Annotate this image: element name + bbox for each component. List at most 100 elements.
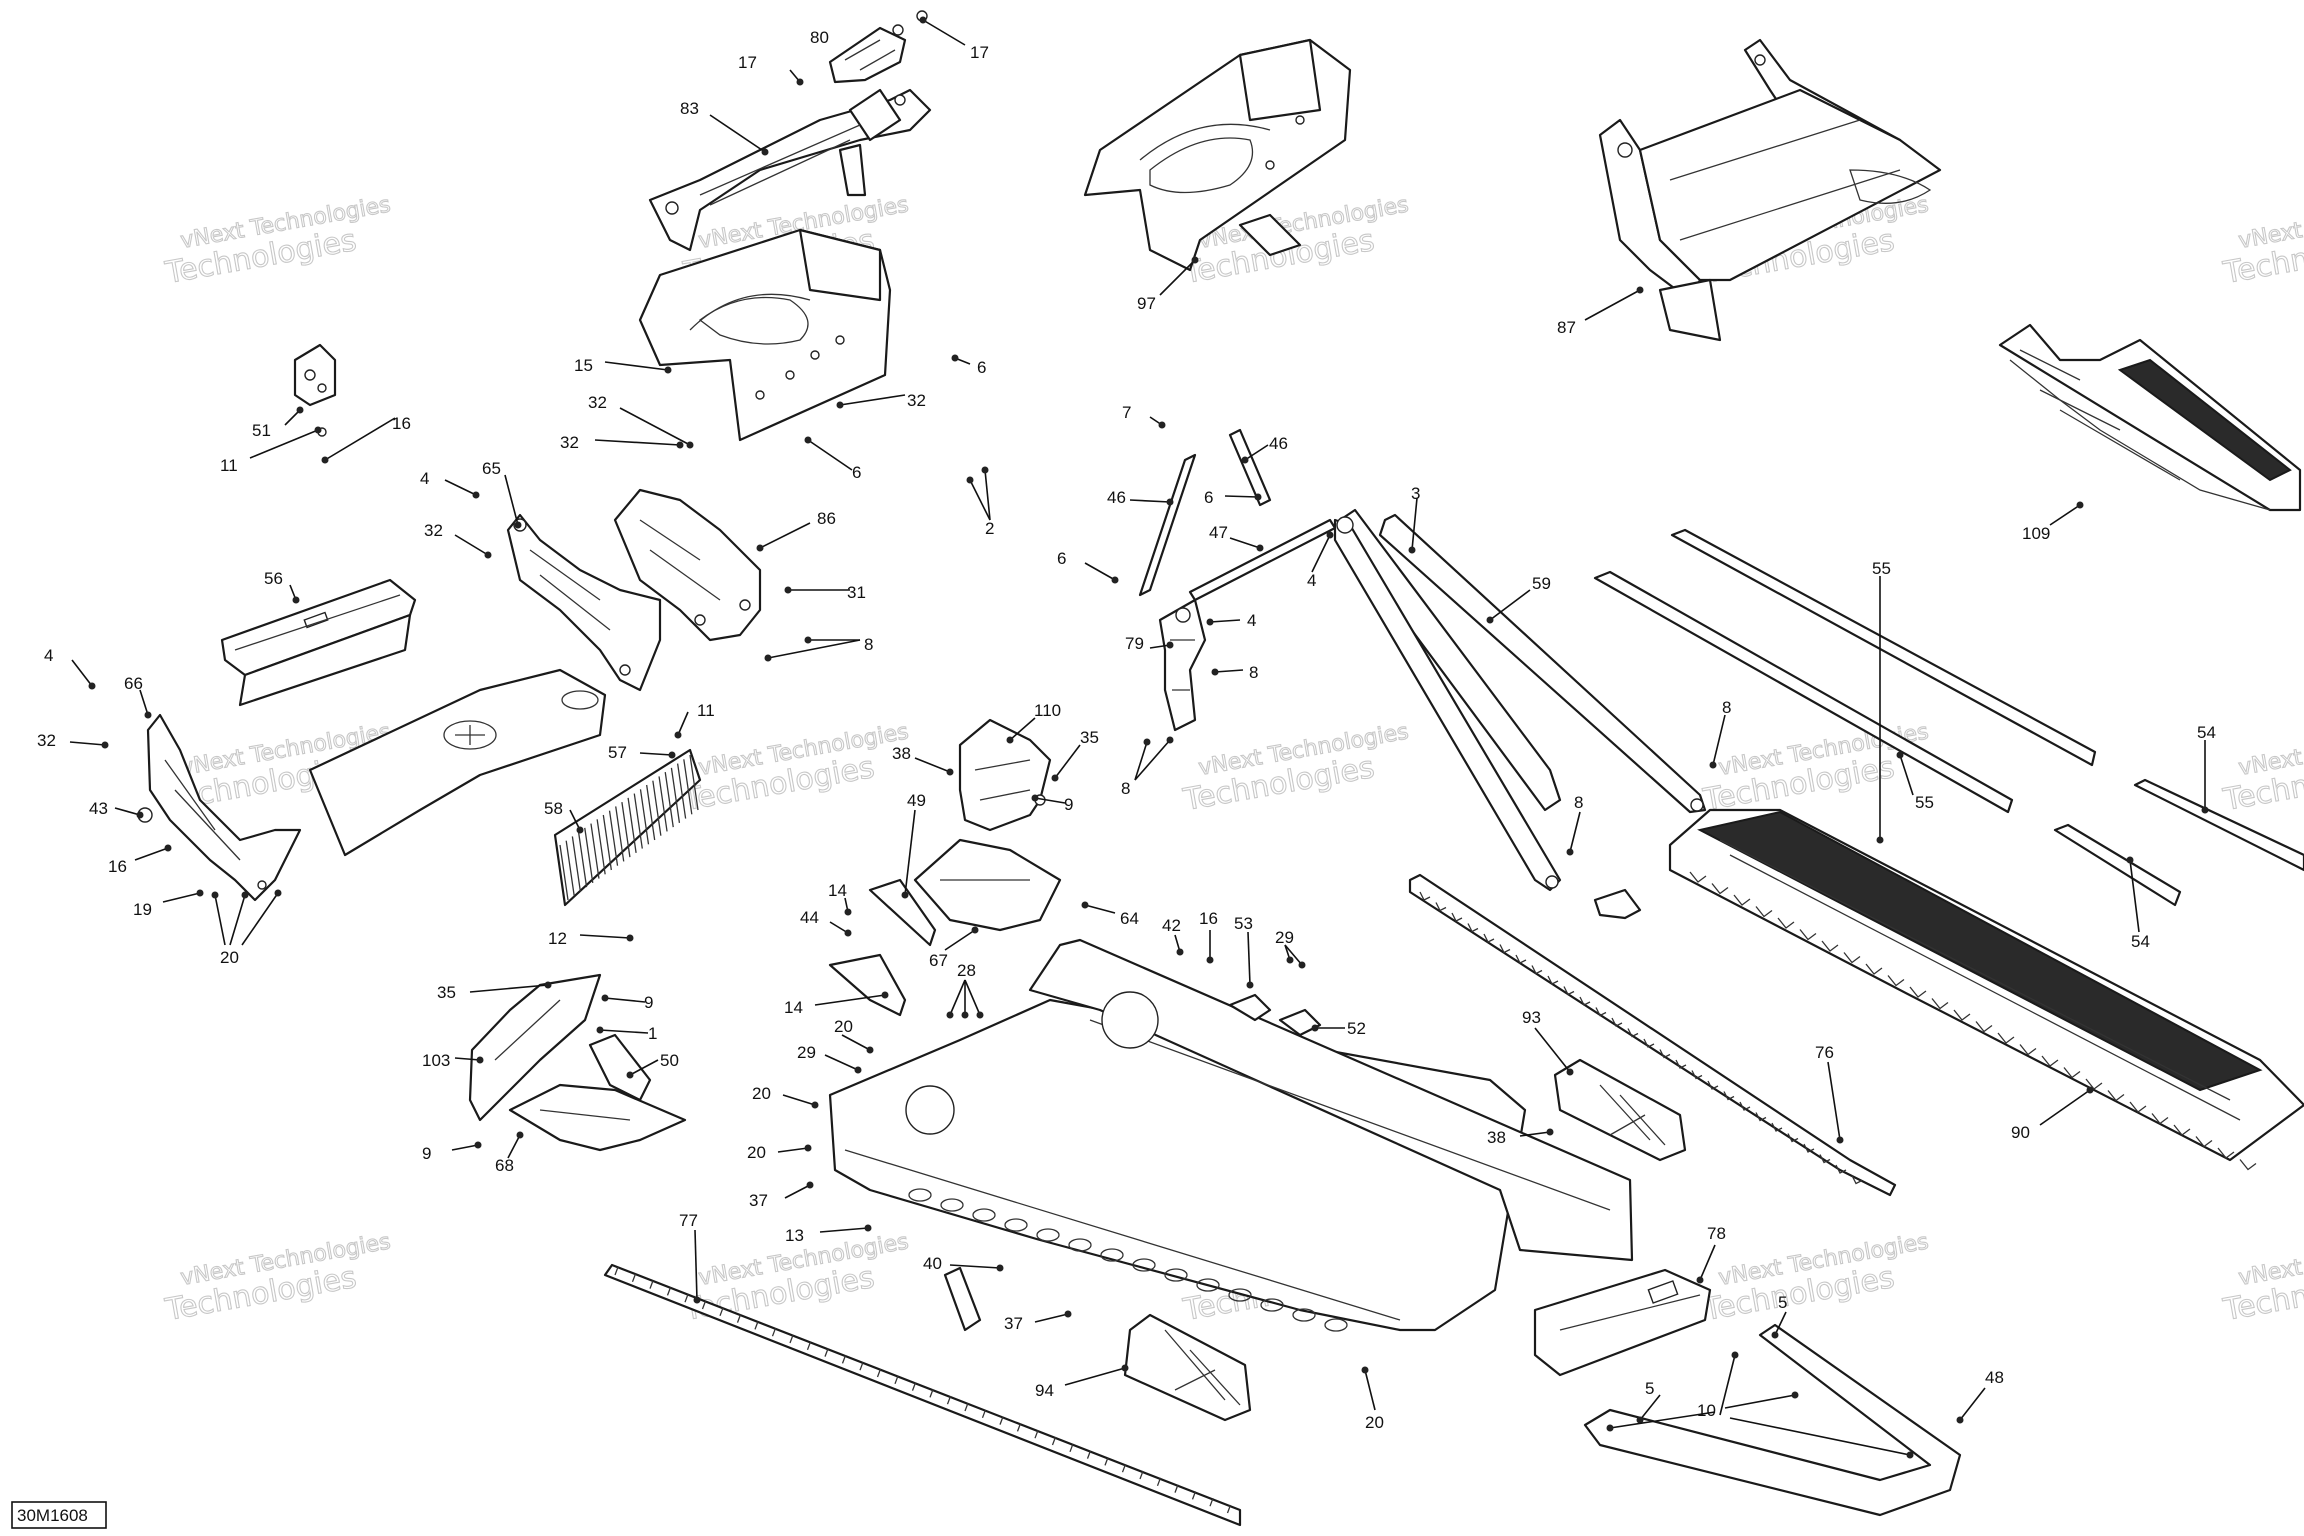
fastener-dot: [1051, 774, 1059, 782]
fastener-dot: [601, 994, 609, 1002]
leader-line: [914, 757, 951, 773]
callout-38: 38: [1487, 1128, 1506, 1147]
fastener-dot: [1166, 641, 1174, 649]
fastener-dot: [1956, 1416, 1964, 1424]
leader-line: [241, 892, 279, 946]
leader-line: [1034, 797, 1066, 804]
leader-line: [949, 979, 966, 1016]
callout-46: 46: [1107, 488, 1126, 507]
fastener-dot: [1546, 1128, 1554, 1136]
callout-16: 16: [1199, 909, 1218, 928]
part-front-chassis-plate: [638, 228, 892, 442]
leader-line: [824, 1054, 859, 1071]
leader-line: [2129, 859, 2140, 933]
fastener-dot: [901, 891, 909, 899]
fastener-dot: [966, 476, 974, 484]
fastener-dot: [474, 1141, 482, 1149]
leader-line: [604, 361, 669, 371]
fastener-dot: [1636, 1416, 1644, 1424]
callout-50: 50: [660, 1051, 679, 1070]
callout-20: 20: [747, 1143, 766, 1162]
callout-65: 65: [482, 459, 501, 478]
fastener-dot: [961, 1011, 969, 1019]
fastener-dot: [136, 811, 144, 819]
leader-line: [249, 429, 319, 459]
fastener-dot: [296, 406, 304, 414]
fastener-dot: [1254, 493, 1262, 501]
fastener-dot: [804, 636, 812, 644]
leader-line: [451, 1144, 479, 1151]
callout-32: 32: [424, 521, 443, 540]
leader-line: [829, 921, 849, 934]
callout-66: 66: [124, 674, 143, 693]
fastener-dot: [1206, 618, 1214, 626]
part-86-frame-bracket: [613, 488, 762, 642]
fastener-dot: [2086, 1086, 2094, 1094]
fastener-dot: [1031, 794, 1039, 802]
fastener-dot: [101, 741, 109, 749]
leader-line: [1609, 1411, 1716, 1429]
leader-line: [214, 894, 226, 946]
leader-line: [1534, 1027, 1571, 1073]
callout-12: 12: [548, 929, 567, 948]
leader-line: [944, 929, 976, 951]
fastener-dot: [756, 544, 764, 552]
part-93-support: [1553, 1058, 1687, 1162]
fastener-dot: [976, 1011, 984, 1019]
fastener-dot: [1166, 736, 1174, 744]
callout-109: 109: [2022, 524, 2050, 543]
fastener-dot: [211, 891, 219, 899]
callout-8: 8: [1121, 779, 1130, 798]
leader-line: [1134, 741, 1148, 781]
fastener-dot: [881, 991, 889, 999]
callout-8: 8: [1722, 698, 1731, 717]
callout-40: 40: [923, 1254, 942, 1273]
leader-line: [579, 934, 631, 939]
fastener-dot: [472, 491, 480, 499]
fastener-dot: [1166, 498, 1174, 506]
part-79-steering-block: [1158, 598, 1207, 732]
callout-56: 56: [264, 569, 283, 588]
callout-38: 38: [892, 744, 911, 763]
callout-80: 80: [810, 28, 829, 47]
part-skid-plate: [308, 668, 607, 857]
fastener-dot: [1206, 956, 1214, 964]
callout-16: 16: [392, 414, 411, 433]
fastener-dot: [1246, 981, 1254, 989]
callout-14: 14: [784, 998, 803, 1017]
leader-line: [1159, 259, 1196, 296]
part-66-side-frame: [137, 713, 302, 902]
leader-line: [324, 417, 396, 461]
callout-35: 35: [437, 983, 456, 1002]
fastener-dot: [1361, 1366, 1369, 1374]
part-14-bracket: [828, 878, 937, 1017]
callout-6: 6: [852, 463, 861, 482]
callout-labels: 8017178397871095111161532326326246532863…: [37, 28, 2216, 1432]
leader-line: [964, 979, 981, 1016]
leader-line: [904, 809, 916, 896]
leader-line: [507, 1134, 521, 1159]
callout-29: 29: [1275, 928, 1294, 947]
callout-59: 59: [1532, 574, 1551, 593]
callout-68: 68: [495, 1156, 514, 1175]
fastener-dot: [292, 596, 300, 604]
leader-line: [949, 1264, 1001, 1269]
leader-line: [454, 534, 489, 556]
fastener-dot: [866, 1046, 874, 1054]
fastener-dot: [1211, 668, 1219, 676]
fastener-dot: [1486, 616, 1494, 624]
leader-line: [1034, 1313, 1069, 1323]
callout-8: 8: [864, 635, 873, 654]
callout-37: 37: [749, 1191, 768, 1210]
leader-line: [139, 689, 149, 716]
callout-55: 55: [1915, 793, 1934, 812]
leader-line: [1311, 534, 1331, 573]
callout-5: 5: [1645, 1379, 1654, 1398]
fastener-dot: [314, 426, 322, 434]
fastener-dot: [596, 1026, 604, 1034]
leader-line: [807, 439, 853, 471]
fastener-dot: [88, 682, 96, 690]
